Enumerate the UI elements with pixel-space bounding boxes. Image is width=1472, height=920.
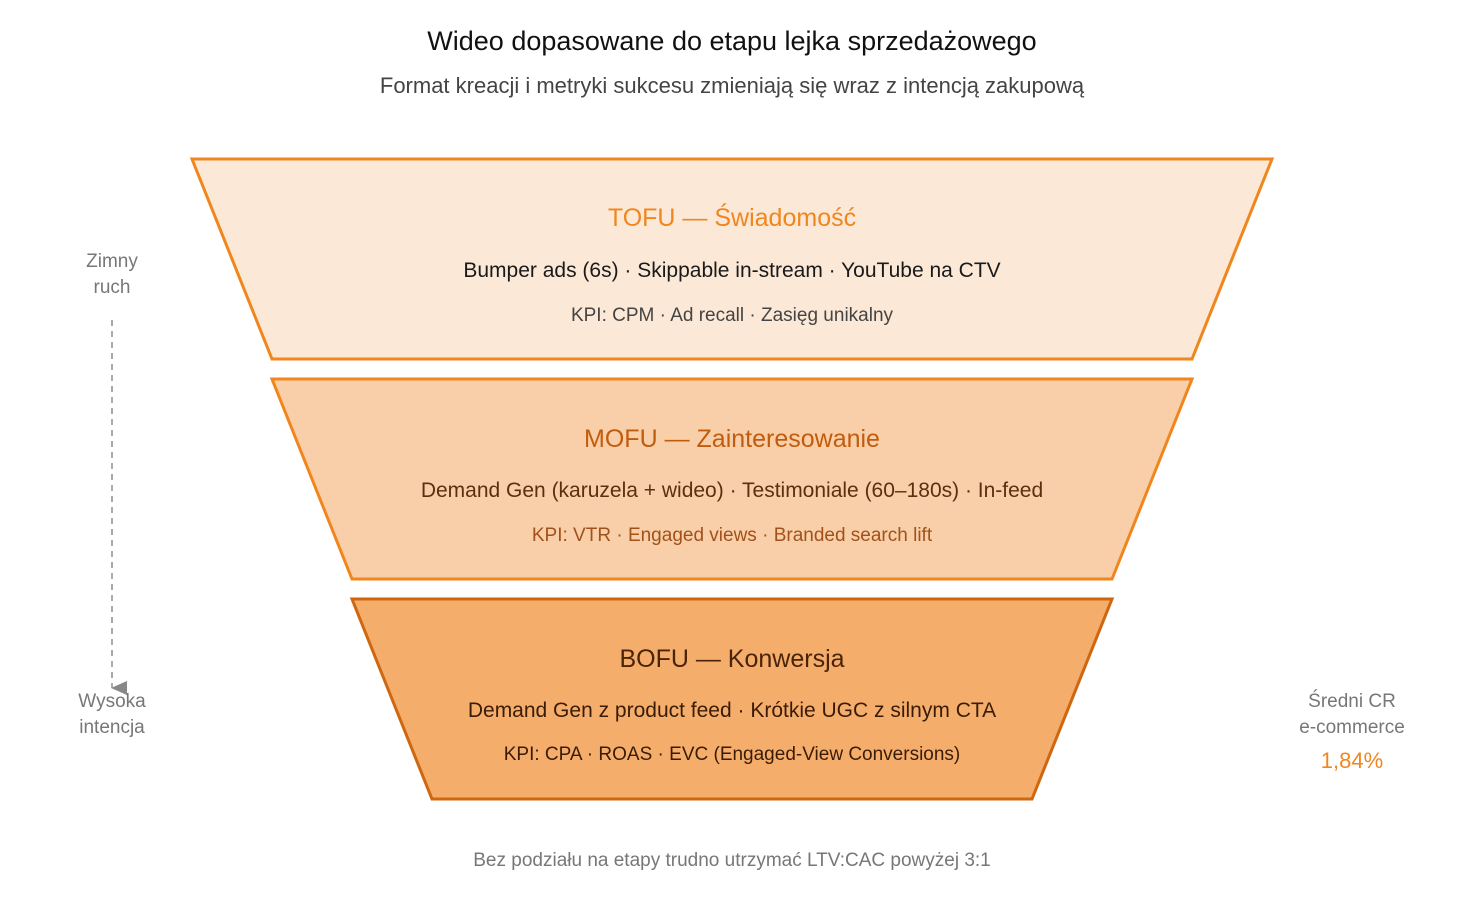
- stage-mofu-shape: [269, 377, 1195, 581]
- stage-mofu-title: MOFU — Zainteresowanie: [584, 425, 880, 453]
- stage-bofu-formats: Demand Gen z product feed · Krótkie UGC …: [467, 699, 997, 722]
- avg-cr-value: 1,84%: [1320, 748, 1384, 773]
- stage-mofu-formats: Demand Gen (karuzela + wideo) · Testimon…: [420, 479, 1044, 502]
- stage-tofu-title: TOFU — Świadomość: [607, 204, 857, 232]
- stage-bofu-kpi: KPI: CPA · ROAS · EVC (Engaged-View Conv…: [503, 744, 961, 765]
- stage-mofu-kpi: KPI: VTR · Engaged views · Branded searc…: [531, 525, 933, 546]
- high-intent-label: Wysoka intencja: [78, 691, 146, 738]
- diagram-subtitle: Format kreacji i metryki sukcesu zmienia…: [379, 73, 1085, 98]
- stage-bofu-shape: [349, 597, 1115, 801]
- cold-traffic-label: Zimny ruch: [86, 251, 138, 298]
- diagram-title: Wideo dopasowane do etapu lejka sprzedaż…: [427, 26, 1037, 56]
- stage-tofu-shape: [189, 157, 1275, 361]
- stage-bofu-title: BOFU — Konwersja: [619, 645, 845, 673]
- avg-cr-label: Średni CR e-commerce: [1299, 691, 1405, 738]
- stage-tofu-kpi: KPI: CPM · Ad recall · Zasięg unikalny: [570, 305, 894, 326]
- footer-note: Bez podziału na etapy trudno utrzymać LT…: [473, 850, 991, 871]
- stage-tofu-formats: Bumper ads (6s) · Skippable in-stream · …: [463, 259, 1001, 282]
